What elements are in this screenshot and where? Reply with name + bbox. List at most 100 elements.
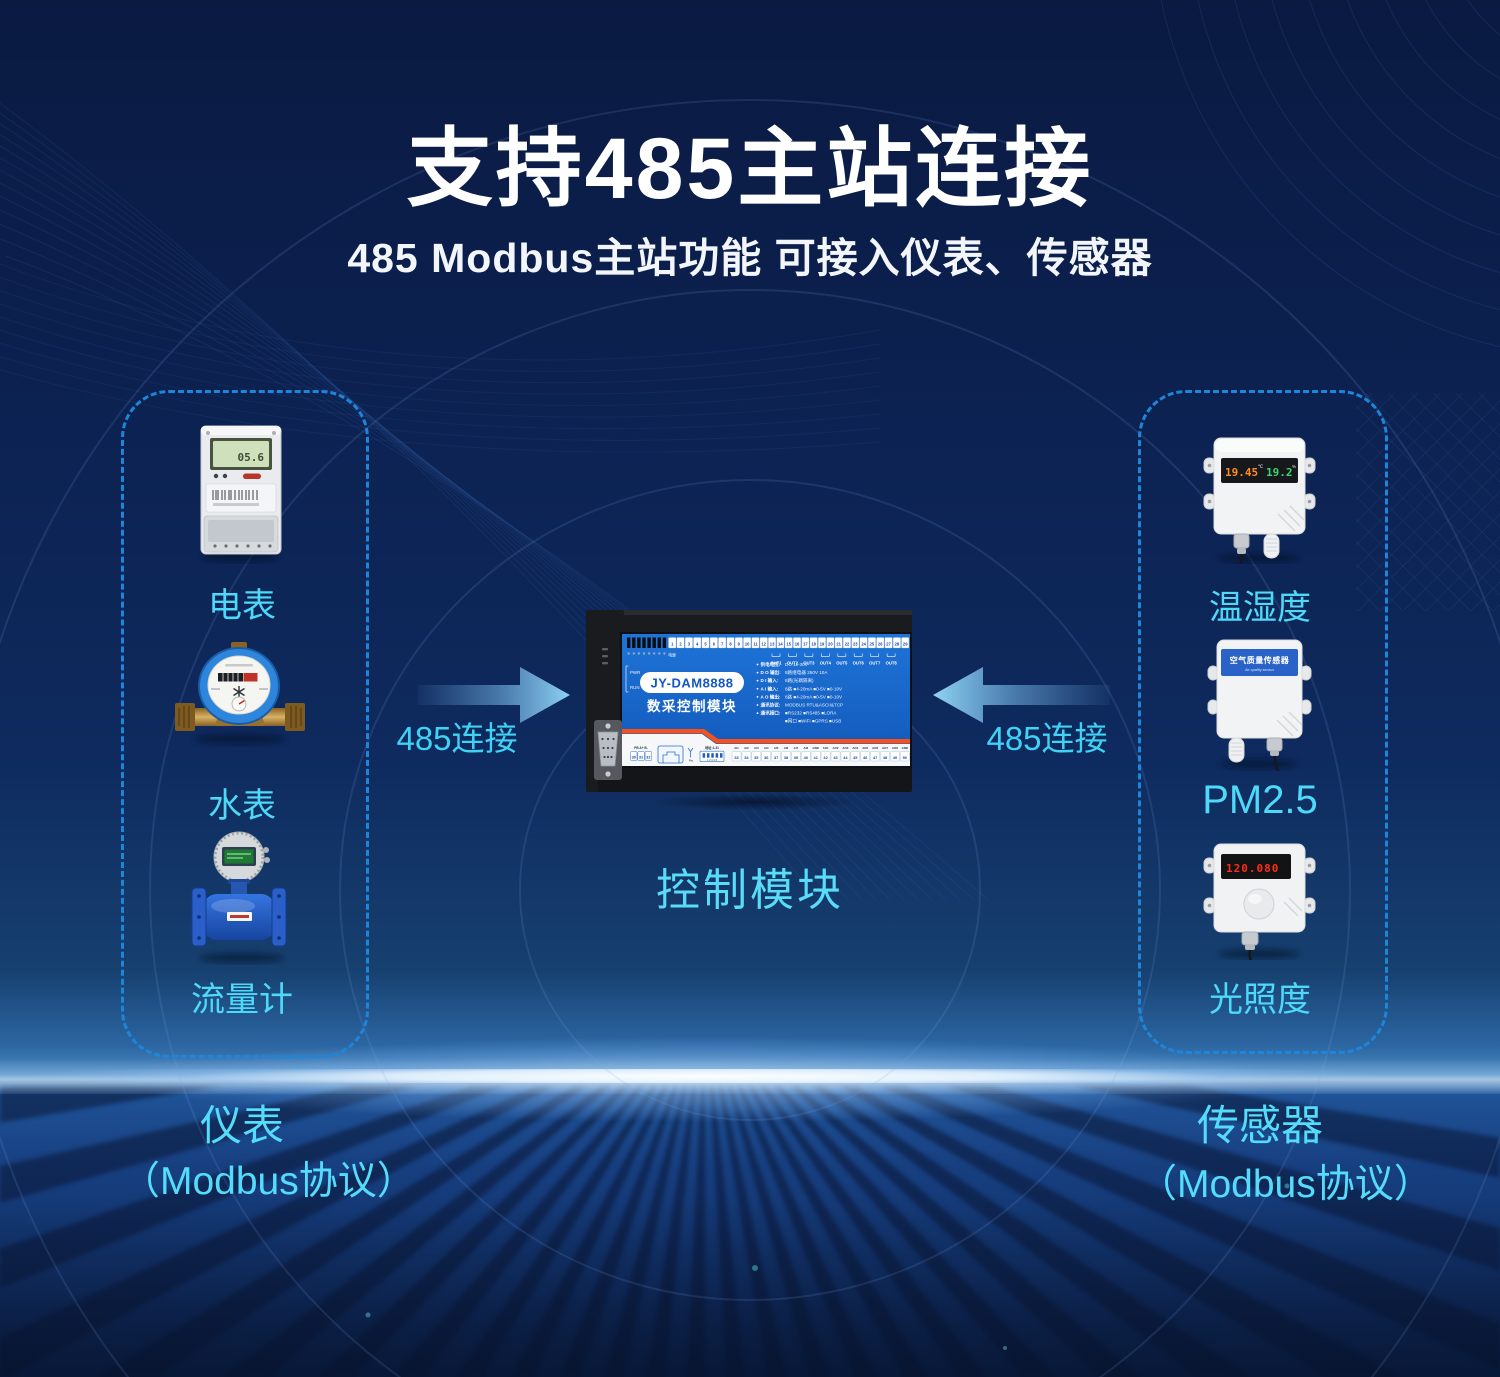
svg-text:AO3: AO3 [842, 746, 848, 750]
svg-text:AO2: AO2 [833, 746, 839, 750]
barcode [212, 490, 258, 500]
svg-text:27: 27 [886, 642, 891, 647]
svg-text:AO7: AO7 [882, 746, 888, 750]
svg-text:AI7: AI7 [794, 746, 799, 750]
svg-text:8路 ■4-20mA ■0-5V ■0-10V: 8路 ■4-20mA ■0-5V ■0-10V [785, 685, 843, 692]
vent-lines [1277, 505, 1305, 532]
light-sensor-image: 120.080 [1203, 843, 1316, 960]
svg-text:■RS232 ■RS485 ■LORA: ■RS232 ■RS485 ■LORA [785, 711, 837, 716]
svg-text:Rst: Rst [689, 759, 694, 763]
svg-text:14: 14 [778, 642, 783, 647]
svg-text:34: 34 [744, 755, 749, 760]
svg-text:49: 49 [893, 755, 898, 760]
water-meter-image [175, 642, 305, 744]
svg-text:OUT1: OUT1 [770, 661, 782, 666]
horizon-core [0, 1069, 1500, 1083]
svg-text:AI1: AI1 [734, 746, 739, 750]
meter-lcd-value: 05.6 [238, 451, 265, 464]
svg-text:OUT4: OUT4 [820, 661, 832, 666]
arrow-right [933, 667, 1110, 723]
svg-text:17: 17 [803, 642, 808, 647]
svg-text:AI4: AI4 [764, 746, 769, 750]
label-water-meter: 水表 [208, 787, 276, 825]
svg-text:21: 21 [836, 642, 841, 647]
svg-text:8路(光耦隔离): 8路(光耦隔离) [785, 677, 814, 684]
meters-panel [121, 390, 369, 1058]
svg-text:24: 24 [861, 642, 866, 647]
svg-text:47: 47 [873, 755, 877, 760]
sensors-panel [1138, 390, 1388, 1054]
caption-meters-protocol: （Modbus协议） [121, 1160, 416, 1203]
svg-text:20: 20 [828, 642, 833, 647]
svg-text:26: 26 [878, 642, 883, 647]
svg-text:46: 46 [863, 755, 868, 760]
temp-display-value: 19.45 [1225, 466, 1258, 479]
svg-text:9: 9 [738, 642, 741, 647]
svg-text:AI2: AI2 [744, 746, 749, 750]
light-display-value: 120.080 [1226, 862, 1279, 875]
arrow-left [418, 667, 570, 723]
svg-text:4: 4 [696, 642, 699, 647]
svg-text:AO8: AO8 [892, 746, 898, 750]
temp-display-unit: ℃ [1258, 464, 1264, 469]
svg-text:19: 19 [820, 642, 825, 647]
svg-text:AO6: AO6 [872, 746, 878, 750]
label-pm25: PM2.5 [1202, 778, 1318, 822]
humidity-display-value: 19.2 [1266, 466, 1293, 479]
svg-text:29: 29 [903, 642, 908, 647]
svg-text:18: 18 [811, 642, 816, 647]
svg-text:23: 23 [853, 642, 858, 647]
particles [365, 1183, 1290, 1350]
page-title: 支持485主站连接 [406, 121, 1094, 217]
svg-text:OUT2: OUT2 [787, 661, 799, 666]
reset-antenna-icon [687, 747, 694, 758]
svg-text:43: 43 [833, 755, 838, 760]
svg-text:1: 1 [671, 642, 674, 647]
air-band-en: Air quality sensor [1245, 668, 1275, 672]
svg-text:8路 ■4-20mA ■0-5V ■0-10V: 8路 ■4-20mA ■0-5V ■0-10V [785, 693, 843, 700]
svg-text:AI3: AI3 [754, 746, 759, 750]
svg-text:31: 31 [639, 755, 644, 760]
svg-text:OUT5: OUT5 [836, 661, 848, 666]
connection-arrows [418, 667, 1110, 723]
svg-text:16: 16 [795, 642, 800, 647]
flow-meter-image [191, 831, 287, 963]
svg-text:7: 7 [721, 642, 724, 647]
svg-text:GND: GND [902, 746, 908, 750]
svg-text:50: 50 [903, 755, 907, 760]
page-subtitle: 485 Modbus主站功能 可接入仪表、传感器 [347, 235, 1153, 281]
device-model: JY-DAM8888 [650, 676, 733, 691]
svg-text:AI8: AI8 [804, 746, 809, 750]
svg-text:3: 3 [688, 642, 691, 647]
svg-text:电源: 电源 [668, 653, 676, 658]
label-arrow-right: 485连接 [986, 720, 1108, 757]
svg-text:通讯接口:: 通讯接口: [761, 710, 781, 717]
label-temp-humidity: 温湿度 [1209, 589, 1311, 627]
svg-text:A I 输入:: A I 输入: [761, 685, 779, 692]
svg-text:AO4: AO4 [852, 746, 858, 750]
svg-text:40: 40 [804, 755, 808, 760]
svg-text:48: 48 [883, 755, 888, 760]
svg-text:AI6: AI6 [784, 746, 789, 750]
caption-sensors: 传感器 [1196, 1102, 1323, 1149]
svg-text:OUT6: OUT6 [853, 661, 865, 666]
svg-text:22: 22 [845, 642, 850, 647]
svg-text:38: 38 [784, 755, 789, 760]
svg-text:30: 30 [632, 755, 636, 760]
label-arrow-left: 485连接 [396, 720, 518, 757]
svg-text:12: 12 [761, 642, 766, 647]
svg-text:AI5: AI5 [774, 746, 779, 750]
device-shadow [606, 790, 902, 814]
svg-text:15: 15 [786, 642, 791, 647]
svg-text:MODBUS RTU&ASCII&TCP: MODBUS RTU&ASCII&TCP [785, 703, 843, 708]
device-name: 数采控制模块 [647, 698, 737, 714]
svg-text:39: 39 [794, 755, 799, 760]
svg-text:AO5: AO5 [862, 746, 868, 750]
caption-meters: 仪表 [199, 1102, 284, 1149]
svg-text:OUT7: OUT7 [869, 661, 881, 666]
svg-text:44: 44 [843, 755, 848, 760]
label-electric-meter: 电表 [208, 587, 276, 625]
svg-text:供电电压:: 供电电压: [760, 661, 781, 668]
